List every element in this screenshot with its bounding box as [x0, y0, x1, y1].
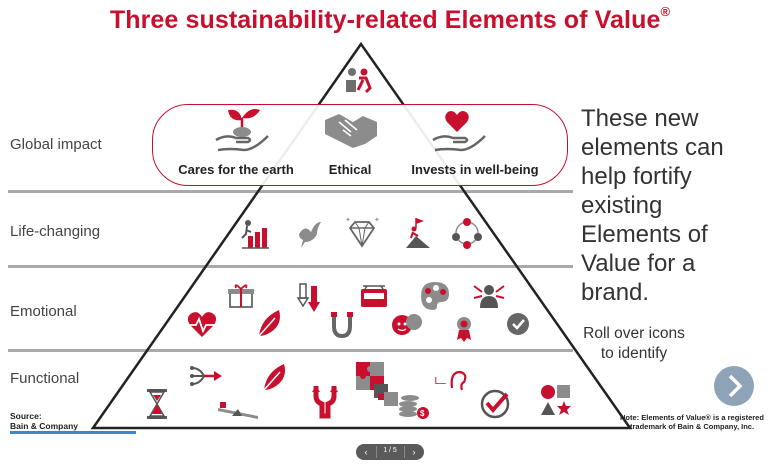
- avoids-hassles-icon[interactable]: [480, 389, 510, 419]
- pager-divider: [376, 446, 377, 458]
- trademark-note: Note: Elements of Value® is a registered…: [620, 413, 764, 431]
- nostalgia-icon[interactable]: [361, 285, 387, 307]
- level-label-functional: Functional: [10, 370, 80, 387]
- global-item-ethical[interactable]: Ethical: [328, 162, 372, 177]
- reduces-effort-icon[interactable]: [218, 402, 258, 419]
- divider-emotional: [8, 349, 573, 352]
- informs-icon[interactable]: ட: [434, 370, 467, 391]
- provides-access-icon[interactable]: [457, 317, 471, 342]
- divider-global: [8, 190, 573, 193]
- rewards-me-icon[interactable]: [228, 284, 254, 308]
- saves-time-icon[interactable]: [147, 389, 167, 419]
- reduces-risk-icon[interactable]: [312, 386, 338, 419]
- self-actualization-icon[interactable]: [406, 218, 430, 248]
- level-label-emotional: Emotional: [10, 303, 77, 320]
- global-item-invests-wellbeing[interactable]: Invests in well-being: [411, 162, 539, 177]
- pager-divider: [404, 446, 405, 458]
- divider-life: [8, 265, 573, 268]
- therapeutic-icon[interactable]: [258, 310, 280, 337]
- svg-text:✦: ✦: [345, 216, 351, 224]
- next-slide-button[interactable]: [714, 366, 754, 406]
- hand-heart-icon[interactable]: [431, 108, 487, 152]
- integrates-icon[interactable]: [374, 384, 398, 406]
- chevron-right-icon: [728, 374, 743, 398]
- next-slide-arrow[interactable]: ›: [412, 447, 416, 457]
- global-item-cares-earth[interactable]: Cares for the earth: [178, 162, 294, 177]
- pyramid-outline: [90, 41, 633, 430]
- badge-value-icon[interactable]: [473, 285, 505, 308]
- affiliation-icon[interactable]: [452, 218, 482, 249]
- reduces-cost-icon[interactable]: $: [399, 395, 429, 419]
- self-transcendence-icon[interactable]: [346, 68, 372, 94]
- slide-pager: ‹ 1 / 5 ›: [356, 444, 424, 460]
- makes-money-icon[interactable]: [263, 364, 285, 391]
- level-label-life: Life-changing: [10, 223, 101, 240]
- hope-icon[interactable]: [299, 222, 321, 248]
- progress-bar: [10, 431, 136, 434]
- checkmark-icon[interactable]: [507, 313, 529, 335]
- svg-text:✦: ✦: [374, 216, 380, 224]
- fun-entertainment-icon[interactable]: [331, 312, 353, 339]
- motivation-icon[interactable]: [241, 220, 269, 249]
- rollover-hint: Roll over icons to identify: [583, 325, 685, 362]
- hand-plant-icon[interactable]: [214, 106, 270, 154]
- wellness-icon[interactable]: [187, 312, 217, 337]
- page-title: Three sustainability-related Elements of…: [109, 4, 671, 34]
- svg-text:$: $: [420, 409, 425, 418]
- side-description: These new elements can help fortify exis…: [581, 105, 724, 306]
- page-indicator: 1 / 5: [383, 447, 397, 454]
- design-aesthetics-icon[interactable]: [421, 282, 449, 310]
- prev-slide-arrow[interactable]: ‹: [364, 447, 368, 457]
- level-label-global: Global impact: [10, 136, 102, 153]
- heirloom-icon[interactable]: ✦ ✦: [345, 216, 380, 248]
- handshake-icon[interactable]: [323, 110, 379, 152]
- attractiveness-icon[interactable]: [392, 314, 422, 335]
- quality-icon[interactable]: [541, 385, 571, 415]
- simplifies-icon[interactable]: [190, 366, 222, 386]
- reduces-anxiety-icon[interactable]: [296, 283, 320, 312]
- source-note: Source: Bain & Company: [10, 411, 79, 431]
- svg-text:ட: ட: [434, 370, 446, 388]
